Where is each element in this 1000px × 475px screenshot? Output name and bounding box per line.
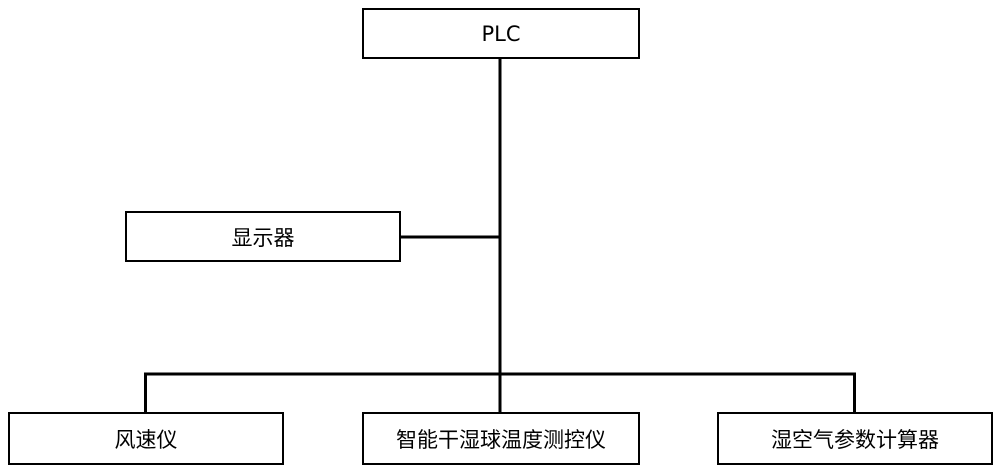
hygrometer-box: 智能干湿球温度测控仪	[362, 412, 640, 465]
display-label: 显示器	[231, 225, 295, 250]
anemometer-box: 风速仪	[8, 412, 284, 465]
calculator-box: 湿空气参数计算器	[717, 412, 993, 465]
plc-box: PLC	[362, 8, 640, 59]
plc-label: PLC	[481, 21, 521, 46]
hygrometer-label: 智能干湿球温度测控仪	[396, 427, 606, 452]
display-box: 显示器	[125, 211, 401, 262]
calculator-label: 湿空气参数计算器	[771, 427, 939, 452]
anemometer-label: 风速仪	[114, 427, 178, 452]
